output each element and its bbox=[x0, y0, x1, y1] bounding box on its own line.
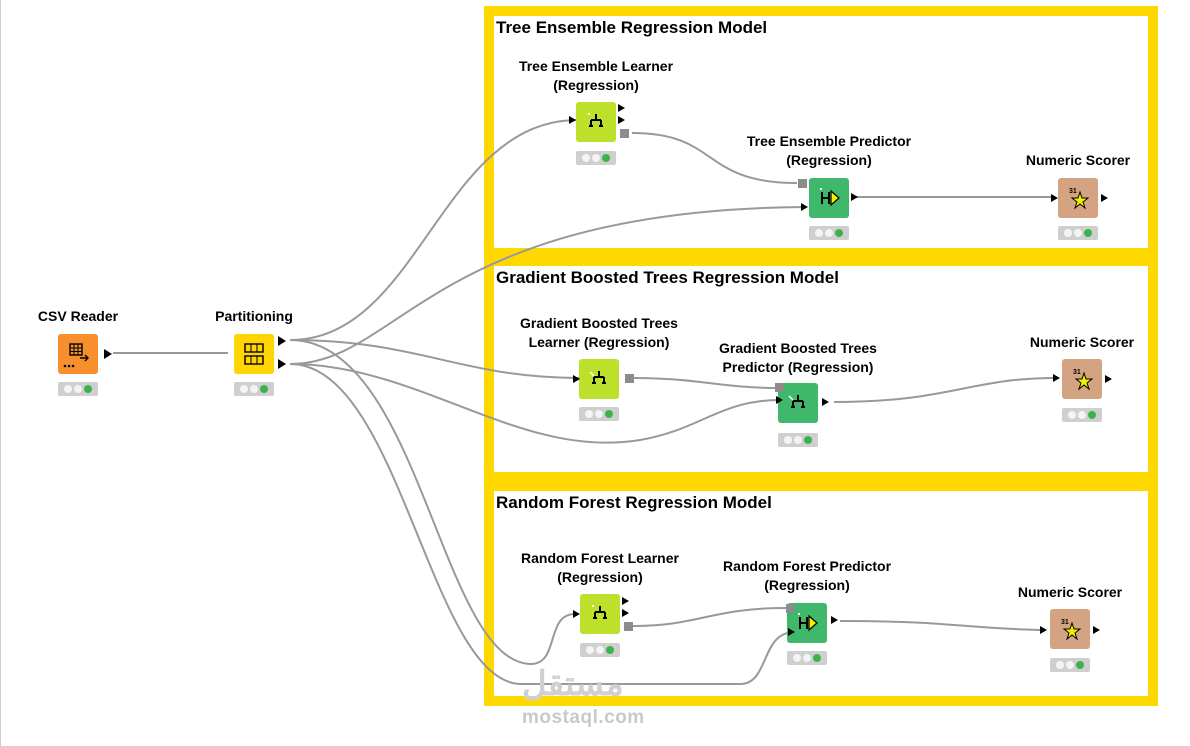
tree-predictor-icon bbox=[809, 178, 849, 218]
input-port[interactable] bbox=[1040, 626, 1047, 634]
status-traffic-light bbox=[576, 151, 616, 165]
input-port[interactable] bbox=[569, 116, 576, 124]
node-label: Learner (Regression) bbox=[528, 334, 670, 350]
status-traffic-light bbox=[778, 433, 818, 447]
connection-rf-learner-predictor bbox=[631, 607, 787, 627]
connection-partition-gbt-predictor bbox=[289, 363, 781, 444]
node-label: (Regression) bbox=[786, 152, 872, 168]
input-port[interactable] bbox=[1051, 194, 1058, 202]
input-port[interactable] bbox=[573, 375, 580, 383]
status-traffic-light bbox=[234, 382, 274, 396]
scorer-star-icon: 31 bbox=[1050, 609, 1090, 649]
status-traffic-light bbox=[58, 382, 98, 396]
node-label: Predictor (Regression) bbox=[722, 359, 874, 375]
output-port[interactable] bbox=[618, 116, 625, 124]
connection-partition-te-learner bbox=[289, 119, 579, 341]
watermark-logo: مستقل bbox=[522, 665, 624, 703]
node-label: Random Forest Learner bbox=[521, 550, 679, 566]
output-port[interactable] bbox=[822, 398, 829, 406]
output-port[interactable] bbox=[851, 193, 858, 201]
gbt-learner-icon bbox=[579, 359, 619, 399]
watermark-domain: mostaql.com bbox=[522, 707, 645, 728]
annotation-title: Random Forest Regression Model bbox=[496, 493, 772, 512]
status-traffic-light bbox=[1058, 226, 1098, 240]
connection-gbt-predictor-scorer bbox=[833, 377, 1056, 403]
input-port[interactable] bbox=[788, 628, 795, 636]
connection-partition-gbt-learner bbox=[289, 339, 581, 379]
model-input-port[interactable] bbox=[786, 604, 795, 613]
input-port[interactable] bbox=[801, 203, 808, 211]
node-label: Numeric Scorer bbox=[1017, 584, 1123, 600]
node-label: Numeric Scorer bbox=[1029, 334, 1135, 350]
output-port[interactable] bbox=[1093, 626, 1100, 634]
node-label: (Regression) bbox=[557, 569, 643, 585]
output-port[interactable] bbox=[1105, 375, 1112, 383]
node-label: Random Forest Predictor bbox=[722, 558, 892, 574]
node-label: CSV Reader bbox=[37, 308, 119, 324]
scorer-badge-text: 31 bbox=[1061, 619, 1069, 626]
tree-learner-icon bbox=[580, 594, 620, 634]
node-label: Numeric Scorer bbox=[1025, 152, 1131, 168]
output-port[interactable] bbox=[104, 349, 112, 359]
tree-learner-icon bbox=[576, 102, 616, 142]
model-input-port[interactable] bbox=[775, 383, 784, 392]
status-traffic-light bbox=[1062, 408, 1102, 422]
model-input-port[interactable] bbox=[798, 179, 807, 188]
output-port[interactable] bbox=[622, 609, 629, 617]
node-label: (Regression) bbox=[764, 577, 850, 593]
node-label: Partitioning bbox=[215, 308, 293, 324]
connection-partition-rf-predictor bbox=[289, 363, 796, 685]
node-label: Tree Ensemble Learner bbox=[518, 58, 674, 74]
node-label: Gradient Boosted Trees bbox=[719, 340, 877, 356]
output-port[interactable] bbox=[622, 597, 629, 605]
connection-partition-rf-learner bbox=[289, 339, 576, 666]
annotation-title: Tree Ensemble Regression Model bbox=[496, 18, 768, 37]
model-output-port[interactable] bbox=[625, 374, 634, 383]
node-label: (Regression) bbox=[553, 77, 639, 93]
gbt-predictor-icon bbox=[778, 383, 818, 423]
model-output-port[interactable] bbox=[620, 129, 629, 138]
output-port[interactable] bbox=[831, 616, 838, 624]
status-traffic-light bbox=[787, 651, 827, 665]
table-reader-icon bbox=[58, 334, 98, 374]
annotation-random-forest[interactable]: Random Forest Regression Model bbox=[484, 481, 1158, 706]
connection-te-learner-predictor bbox=[631, 132, 798, 184]
canvas-border bbox=[0, 0, 1, 746]
input-port[interactable] bbox=[776, 396, 783, 404]
status-traffic-light bbox=[1050, 658, 1090, 672]
status-traffic-light bbox=[809, 226, 849, 240]
scorer-star-icon: 31 bbox=[1058, 178, 1098, 218]
input-port[interactable] bbox=[1053, 374, 1060, 382]
connection-partition-te-predictor bbox=[289, 206, 806, 365]
output-port[interactable] bbox=[1101, 194, 1108, 202]
status-traffic-light bbox=[579, 407, 619, 421]
output-port-train[interactable] bbox=[278, 336, 286, 346]
input-port[interactable] bbox=[573, 610, 580, 618]
output-port[interactable] bbox=[618, 104, 625, 112]
node-label: Gradient Boosted Trees bbox=[520, 315, 678, 331]
scorer-star-icon: 31 bbox=[1062, 359, 1102, 399]
annotation-title: Gradient Boosted Trees Regression Model bbox=[496, 268, 839, 287]
model-output-port[interactable] bbox=[624, 622, 633, 631]
scorer-badge-text: 31 bbox=[1073, 369, 1081, 376]
status-traffic-light bbox=[580, 643, 620, 657]
scorer-badge-text: 31 bbox=[1069, 188, 1077, 195]
partition-grid-icon bbox=[234, 334, 274, 374]
output-port-test[interactable] bbox=[278, 359, 286, 369]
connection-gbt-learner-predictor bbox=[631, 377, 779, 389]
connection-rf-predictor-scorer bbox=[839, 620, 1041, 631]
node-label: Tree Ensemble Predictor bbox=[746, 133, 912, 149]
